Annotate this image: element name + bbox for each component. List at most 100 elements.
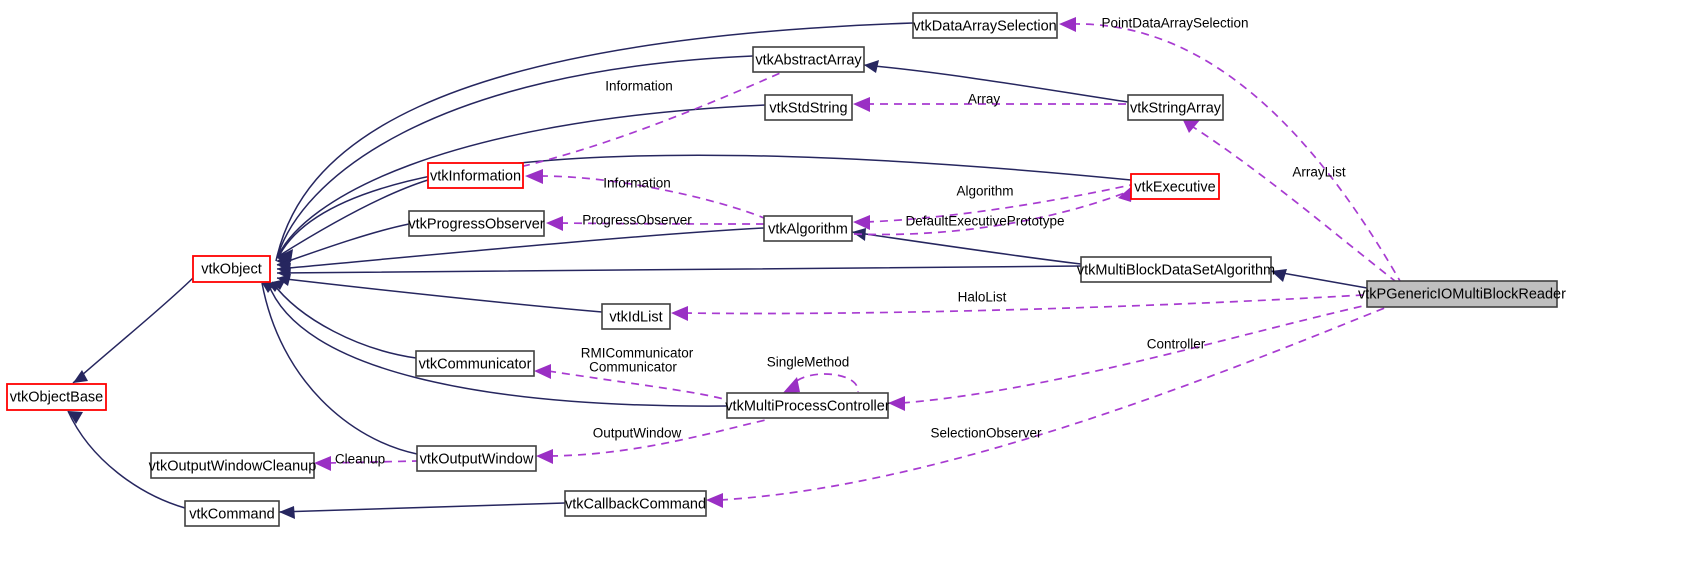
edge-vtkObject-vtkAlgorithm [276, 227, 765, 270]
node-label: vtkCallbackCommand [565, 496, 706, 512]
node-box[interactable] [416, 445, 537, 472]
node-vtkStdString[interactable]: vtkStdString [764, 94, 853, 121]
node-label: vtkStdString [769, 100, 847, 116]
inheritance-edges [67, 22, 1368, 519]
edge-usage-ProgressObserver [559, 222, 765, 225]
edge-label-single-method: SingleMethod [767, 355, 850, 370]
node-box[interactable] [752, 46, 865, 73]
edge-vtkObject-vtkExecutive [278, 154, 1132, 257]
edge-usage-PointDataArraySelection [1071, 23, 1401, 282]
node-vtkCommunicator[interactable]: vtkCommunicator [415, 350, 535, 377]
edge-label-output-window: OutputWindow [593, 426, 682, 441]
node-box[interactable] [764, 94, 853, 121]
node-label: vtkMultiBlockDataSetAlgorithm [1077, 262, 1275, 278]
edge-vtkObject-vtkIdList [276, 277, 603, 313]
edge-vtkObject-vtkAbstractArray [276, 55, 754, 259]
node-vtkAbstractArray[interactable]: vtkAbstractArray [752, 46, 865, 73]
node-label: vtkObjectBase [10, 389, 104, 405]
edge-label-controller: Controller [1147, 337, 1206, 352]
node-label: vtkMultiProcessController [725, 398, 890, 414]
edge-usage-OutputWindow [549, 418, 771, 457]
arrowhead-usage [314, 456, 331, 471]
edge-vtkMultiBlockDataSetAlgorithm-vtkPGenericIOMultiBlockReader [1270, 270, 1368, 289]
usage-edges [314, 17, 1401, 508]
edge-vtkObject-vtkMultiProcessController [267, 282, 728, 407]
node-box[interactable] [1080, 256, 1272, 283]
node-vtkAlgorithm[interactable]: vtkAlgorithm [763, 215, 853, 242]
edge-vtkObject-vtkOutputWindow [261, 282, 418, 455]
node-vtkCommand[interactable]: vtkCommand [184, 500, 280, 527]
arrowhead-usage [853, 97, 870, 112]
node-vtkObject[interactable]: vtkObject [192, 255, 271, 283]
node-label: vtkCommunicator [419, 356, 532, 372]
arrowhead-usage [888, 396, 905, 411]
edge-usage-ArrayList [1189, 124, 1396, 282]
node-box[interactable] [408, 210, 545, 237]
node-label: vtkAbstractArray [755, 52, 862, 68]
node-vtkStringArray[interactable]: vtkStringArray [1127, 94, 1224, 121]
node-vtkCallbackCommand[interactable]: vtkCallbackCommand [564, 490, 707, 517]
edge-usage-Controller [901, 299, 1391, 404]
node-label: vtkObject [201, 261, 261, 277]
node-vtkExecutive[interactable]: vtkExecutive [1130, 173, 1220, 200]
edge-usage-SingleMethod [789, 373, 859, 393]
arrowhead-inherit [73, 370, 88, 383]
node-label: vtkDataArraySelection [913, 18, 1056, 34]
edge-usage-Cleanup [327, 460, 418, 464]
edge-vtkObject-vtkInformation [276, 179, 429, 258]
node-box[interactable] [564, 490, 707, 517]
node-label: vtkStringArray [1130, 100, 1222, 116]
edge-label-halo-list: HaloList [958, 290, 1007, 305]
node-vtkProgressObserver[interactable]: vtkProgressObserver [408, 210, 545, 237]
edge-usage-SelectionObserver [719, 304, 1393, 501]
node-box[interactable] [1366, 280, 1558, 308]
node-label: vtkOutputWindow [420, 451, 534, 467]
node-box[interactable] [415, 350, 535, 377]
edge-label-default-executive-prototype: DefaultExecutivePrototype [905, 214, 1064, 229]
edge-vtkObject-vtkStdString [277, 104, 766, 257]
edge-label-information-mid: Information [603, 176, 671, 191]
node-label: vtkInformation [430, 168, 521, 184]
node-box[interactable] [1127, 94, 1224, 121]
arrowhead-inherit [864, 60, 879, 73]
node-vtkIdList[interactable]: vtkIdList [601, 303, 671, 330]
edge-vtkObjectBase-vtkObject [72, 277, 194, 384]
edge-label-point-data-array-selection: PointDataArraySelection [1101, 16, 1248, 31]
node-vtkOutputWindow[interactable]: vtkOutputWindow [416, 445, 537, 472]
arrowhead-usage [536, 449, 553, 464]
edge-vtkObject-vtkDataArraySelection [275, 22, 914, 262]
arrowhead-usage [706, 493, 723, 508]
node-label: vtkOutputWindowCleanup [149, 458, 317, 474]
node-box[interactable] [6, 383, 107, 411]
arrowhead-usage [671, 306, 688, 321]
node-box[interactable] [1130, 173, 1220, 200]
edge-vtkObject-vtkProgressObserver [276, 223, 410, 266]
node-vtkObjectBase[interactable]: vtkObjectBase [6, 383, 107, 411]
node-box[interactable] [184, 500, 280, 527]
node-vtkDataArraySelection[interactable]: vtkDataArraySelection [912, 12, 1058, 39]
node-vtkPGenericIOMultiBlockReader[interactable]: vtkPGenericIOMultiBlockReader [1358, 280, 1566, 308]
edge-usage-Information-mid [539, 175, 765, 219]
node-vtkMultiBlockDataSetAlgorithm[interactable]: vtkMultiBlockDataSetAlgorithm [1077, 256, 1275, 283]
arrowhead-usage [1118, 185, 1133, 202]
edge-label-array-list: ArrayList [1292, 165, 1346, 180]
arrowhead-usage [525, 169, 543, 184]
node-vtkMultiProcessController[interactable]: vtkMultiProcessController [725, 392, 890, 419]
arrowhead-usage [1059, 17, 1076, 32]
node-box[interactable] [192, 255, 271, 283]
edge-label-algorithm: Algorithm [956, 184, 1013, 199]
node-vtkInformation[interactable]: vtkInformation [427, 162, 524, 189]
node-box[interactable] [150, 452, 315, 479]
edge-label-array: Array [968, 92, 1001, 107]
arrowhead-usage [546, 216, 563, 231]
edge-label-information-top: Information [605, 79, 673, 94]
node-box[interactable] [427, 162, 524, 189]
node-box[interactable] [763, 215, 853, 242]
node-label: vtkProgressObserver [408, 216, 544, 232]
node-box[interactable] [912, 12, 1058, 39]
node-box[interactable] [726, 392, 889, 419]
node-box[interactable] [601, 303, 671, 330]
node-vtkOutputWindowCleanup[interactable]: vtkOutputWindowCleanup [149, 452, 317, 479]
